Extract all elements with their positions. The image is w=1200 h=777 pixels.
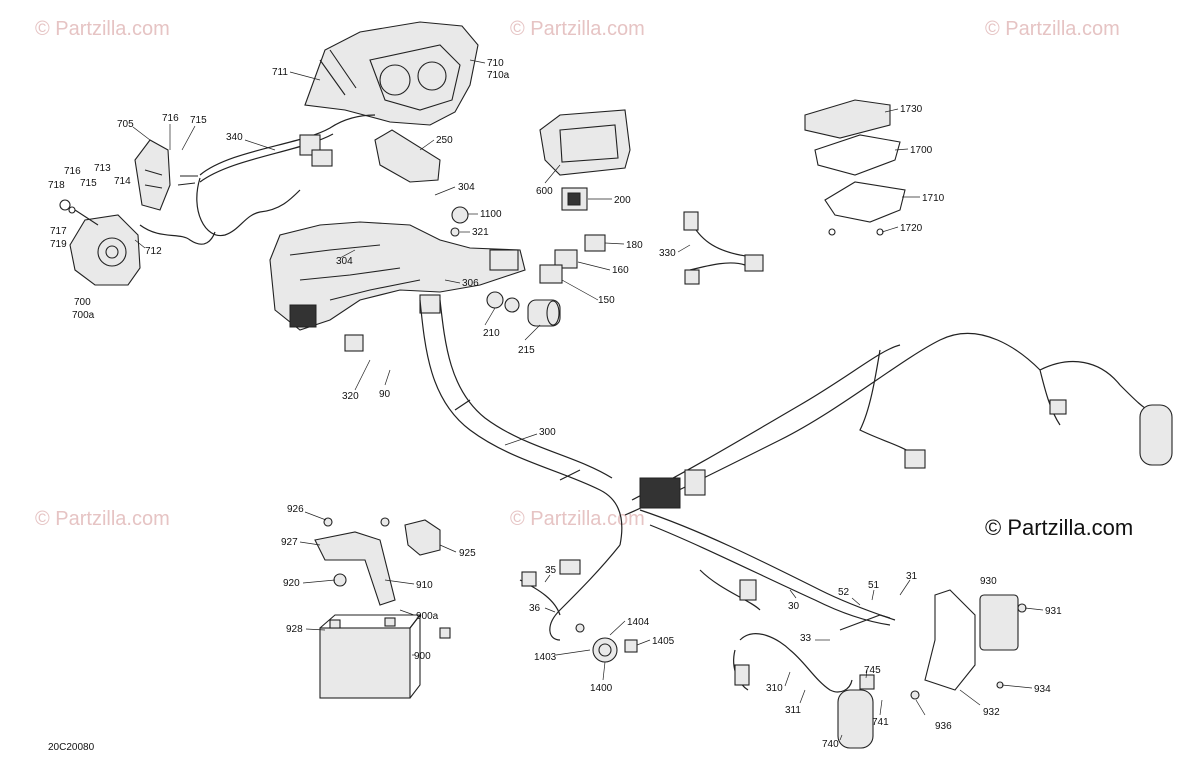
watermark: © Partzilla.com [35, 508, 170, 530]
part-label: 150 [598, 295, 615, 306]
watermark: © Partzilla.com [510, 508, 645, 530]
battery-assembly [314, 517, 451, 699]
part-label: 180 [626, 240, 643, 251]
part-label: 712 [145, 246, 162, 257]
part-label: 741 [872, 717, 889, 728]
part-label: 740 [822, 739, 839, 750]
part-label: 1710 [922, 193, 945, 204]
part-label: 711 [272, 67, 288, 78]
part-label: 715 [190, 115, 207, 126]
part-label: 1404 [627, 617, 650, 628]
part-label: 215 [518, 345, 535, 356]
harness-310 [733, 633, 853, 693]
part-label: 250 [436, 135, 453, 146]
part-label: 713 [94, 163, 111, 174]
part-label: 710a [487, 70, 510, 81]
part-label: 340 [226, 132, 243, 143]
part-label: 200 [614, 195, 631, 206]
part-label: 705 [117, 119, 134, 130]
switch-panel [539, 109, 631, 284]
upper-harness [139, 114, 376, 245]
harness-330 [683, 211, 764, 285]
watermarks: © Partzilla.com © Partzilla.com © Partzi… [35, 18, 1120, 530]
part-label: 321 [472, 227, 489, 238]
part-label: 719 [50, 239, 67, 250]
part-label: 715 [80, 178, 97, 189]
part-label: 306 [462, 278, 479, 289]
part-label: 716 [64, 166, 81, 177]
part-label: 936 [935, 721, 952, 732]
right-lower-components [837, 589, 1027, 749]
part-label: 920 [283, 578, 300, 589]
part-label: 30 [788, 601, 800, 612]
part-label: 925 [459, 548, 476, 559]
part-label: 51 [868, 580, 880, 591]
part-label: 33 [800, 633, 812, 644]
part-label: 932 [983, 707, 1000, 718]
part-label: 926 [287, 504, 304, 515]
part-label: 910 [416, 580, 433, 591]
part-label: 700a [72, 310, 95, 321]
part-label: 35 [545, 565, 557, 576]
part-labels: 711 710 710a 705 716 715 340 250 716 713… [48, 58, 1062, 750]
part-label: 310 [766, 683, 783, 694]
part-label: 716 [162, 113, 179, 124]
headlight-assembly [59, 139, 198, 286]
lower-harness [639, 509, 896, 626]
part-label: 160 [612, 265, 629, 276]
part-label: 931 [1045, 606, 1062, 617]
part-label: 1730 [900, 104, 923, 115]
part-label: 320 [342, 391, 359, 402]
part-label: 1400 [590, 683, 613, 694]
control-module [804, 99, 906, 236]
part-label: 36 [529, 603, 541, 614]
part-label: 900 [414, 651, 431, 662]
part-label: 300 [539, 427, 556, 438]
main-harness [419, 299, 1173, 641]
instrument-cluster [304, 21, 479, 126]
part-label: 1720 [900, 223, 923, 234]
part-label: 718 [48, 180, 65, 191]
part-label: 90 [379, 389, 391, 400]
part-label: 930 [980, 576, 997, 587]
part-label: 311 [785, 705, 801, 716]
solenoid-area [519, 559, 638, 663]
part-label: 52 [838, 587, 850, 598]
brand-watermark: © Partzilla.com [985, 515, 1133, 540]
part-label: 1405 [652, 636, 675, 647]
part-label: 1100 [480, 209, 502, 220]
part-label: 900a [416, 611, 439, 622]
diagram-code: 20C20080 [48, 742, 95, 753]
part-label: 717 [50, 226, 67, 237]
watermark: © Partzilla.com [510, 18, 645, 40]
part-label: 304 [458, 182, 475, 193]
part-label: 1700 [910, 145, 933, 156]
part-label: 600 [536, 186, 553, 197]
part-label: 714 [114, 176, 131, 187]
part-label: 927 [281, 537, 298, 548]
part-label: 700 [74, 297, 91, 308]
watermark: © Partzilla.com [35, 18, 170, 40]
part-label: 710 [487, 58, 504, 69]
central-harness [269, 206, 526, 352]
part-label: 745 [864, 665, 881, 676]
part-label: 210 [483, 328, 500, 339]
part-label: 330 [659, 248, 676, 259]
bracket [374, 129, 441, 183]
socket-parts [486, 291, 561, 327]
part-label: 1403 [534, 652, 557, 663]
part-label: 304 [336, 256, 353, 267]
part-label: 31 [906, 571, 918, 582]
watermark: © Partzilla.com [985, 18, 1120, 40]
part-label: 928 [286, 624, 303, 635]
part-label: 934 [1034, 684, 1051, 695]
